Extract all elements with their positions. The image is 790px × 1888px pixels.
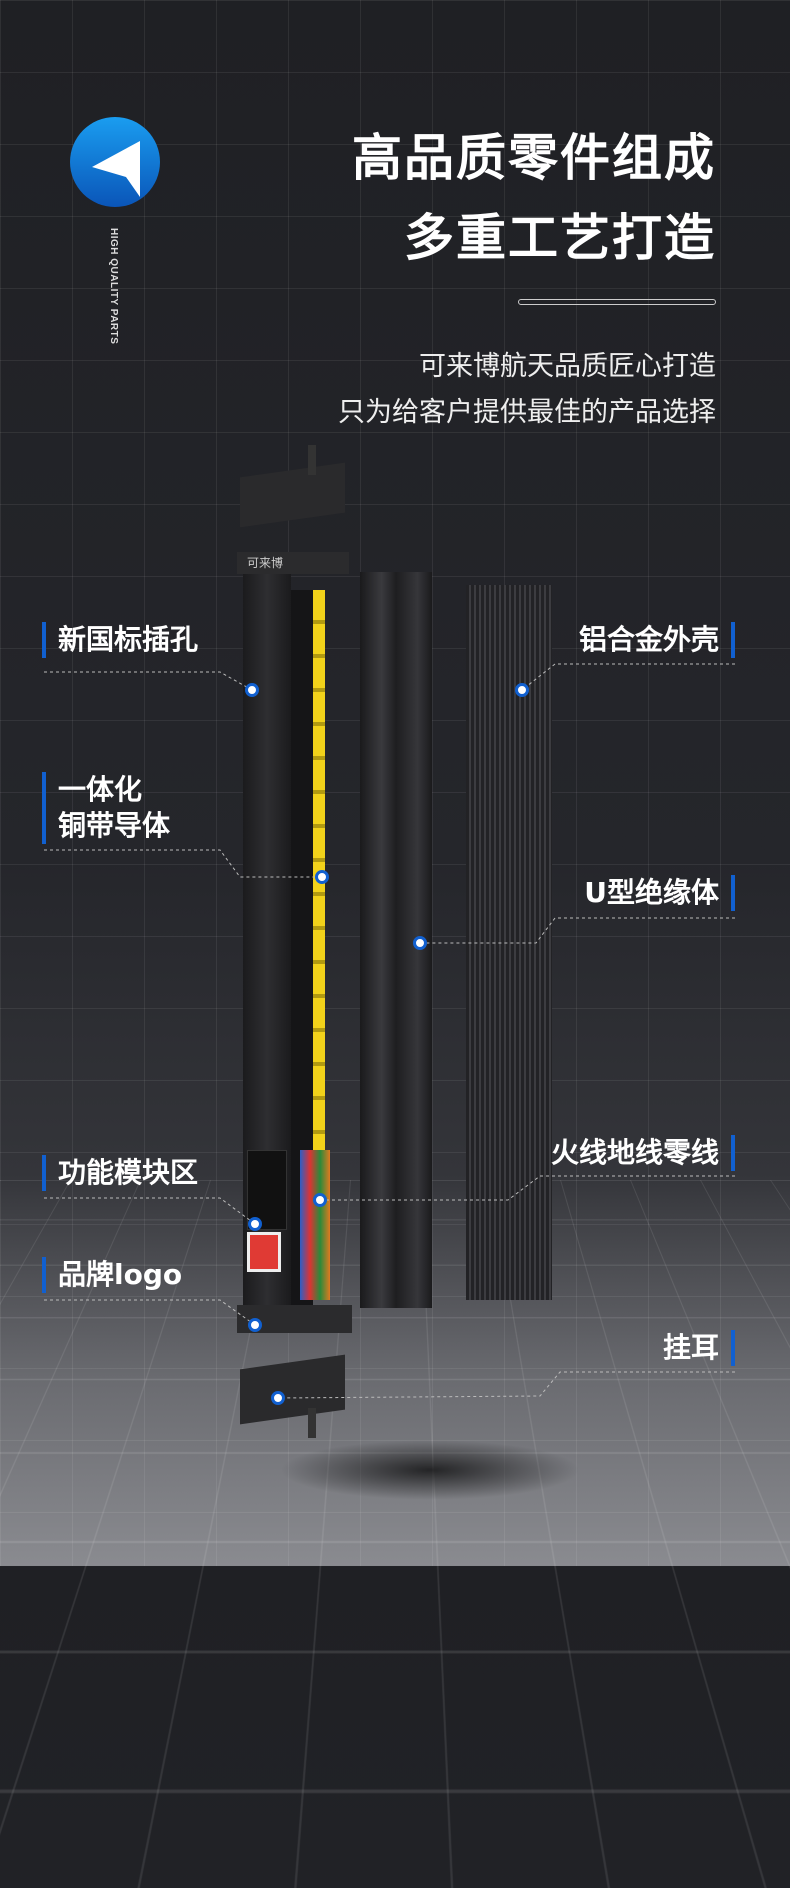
callout-dot bbox=[413, 936, 427, 950]
callout-dot bbox=[271, 1391, 285, 1405]
label-sockets: 新国标插孔 bbox=[42, 622, 198, 658]
label-bracket: 挂耳 bbox=[663, 1330, 735, 1366]
callout-dot bbox=[313, 1193, 327, 1207]
callout-dot bbox=[248, 1217, 262, 1231]
callout-dot bbox=[315, 870, 329, 884]
label-copper: 一体化铜带导体 bbox=[42, 772, 170, 844]
callout-dot bbox=[248, 1318, 262, 1332]
callout-dot bbox=[515, 683, 529, 697]
label-copper-line1: 一体化 bbox=[58, 772, 170, 808]
label-aluminum-shell: 铝合金外壳 bbox=[579, 622, 735, 658]
label-function-module: 功能模块区 bbox=[42, 1155, 198, 1191]
label-copper-line2: 铜带导体 bbox=[58, 808, 170, 844]
label-wires: 火线地线零线 bbox=[551, 1135, 735, 1171]
label-u-insulator: U型绝缘体 bbox=[584, 875, 735, 911]
callout-dot bbox=[245, 683, 259, 697]
label-brand-logo: 品牌logo bbox=[42, 1257, 182, 1293]
